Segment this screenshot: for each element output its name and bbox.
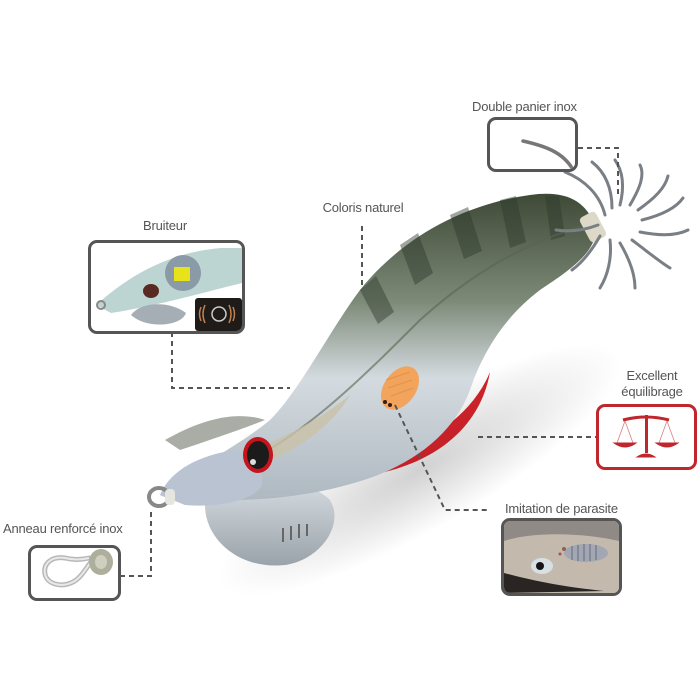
parasite-imitation (380, 366, 420, 410)
callout-box-anneau (28, 545, 121, 601)
label-line-2: équilibrage (621, 384, 683, 399)
callout-label-parasite: Imitation de parasite (505, 501, 618, 516)
label-line-1: Excellent (626, 368, 678, 383)
eyelet-ring-icon (42, 549, 113, 588)
callout-label-double-panier: Double panier inox (472, 99, 577, 114)
rattle-cutaway-icon (96, 248, 242, 331)
callout-box-equilibrage (596, 404, 697, 470)
callout-label-bruiteur: Bruiteur (143, 218, 187, 233)
balance-scale-icon (612, 415, 680, 458)
sinker-keel (205, 479, 335, 566)
fish-parasite-photo (504, 521, 619, 593)
callout-box-double-panier (487, 117, 578, 172)
callout-label-equilibrage: Excellent équilibrage (604, 368, 700, 400)
hook-basket (554, 158, 690, 290)
lure-body (160, 193, 596, 502)
callout-box-parasite (501, 518, 622, 596)
callout-box-bruiteur (88, 240, 245, 334)
hook-icon (521, 139, 574, 169)
callout-label-coloris: Coloris naturel (322, 200, 404, 215)
callout-label-anneau: Anneau renforcé inox (3, 521, 123, 536)
